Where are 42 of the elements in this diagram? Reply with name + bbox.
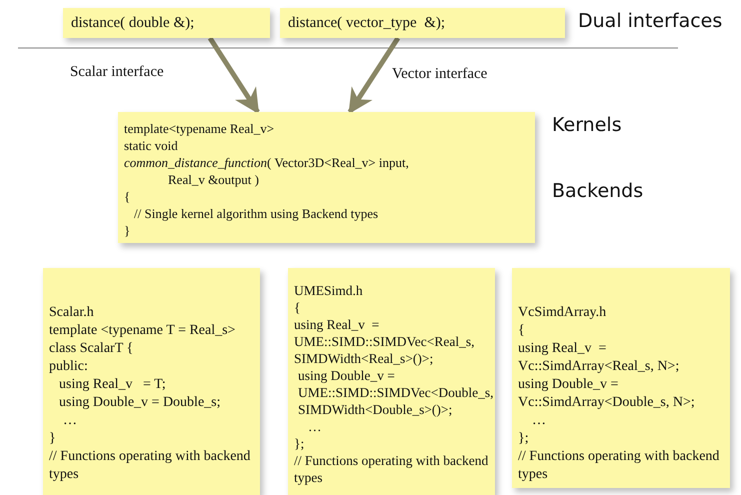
- code-line: …: [531, 412, 547, 430]
- code-line: };: [518, 430, 530, 448]
- code-line: common_distance_function( Vector3D<Real_v> input,: [124, 154, 410, 171]
- code-line: };: [294, 435, 306, 452]
- code-line: using Real_v = T;: [58, 376, 167, 394]
- arrow: [208, 36, 260, 114]
- code-line: using Real_v = Vc::SimdArray<Real_s, N>;: [518, 340, 680, 376]
- code-line: }: [124, 222, 132, 239]
- code-line: …: [62, 412, 78, 430]
- code-box: [43, 268, 260, 495]
- code-line: public:: [49, 358, 89, 376]
- code-line: // Functions operating with backend types: [49, 448, 252, 484]
- code-line: …: [307, 418, 322, 435]
- code-line: // Functions operating with backend types: [518, 448, 720, 484]
- code-line: UMESimd.h: [294, 282, 364, 299]
- code-line: Scalar.h: [49, 304, 95, 322]
- code-box: [63, 8, 270, 38]
- code-line: template<typename Real_v>: [124, 120, 276, 137]
- code-line: Real_v &output ): [167, 171, 260, 188]
- code-line: VcSimdArray.h: [518, 304, 608, 322]
- code-line: static void: [124, 137, 179, 154]
- code-line: using Double_v = Vc::SimdArray<Double_s, N>;: [518, 376, 696, 412]
- code-box: [118, 112, 535, 243]
- code-line: }: [49, 430, 57, 448]
- code-line: {: [294, 299, 302, 316]
- code-line: distance( vector_type &);: [288, 14, 446, 32]
- code-line: // Single kernel algorithm using Backend types: [133, 205, 380, 222]
- code-line: using Real_v = UME::SIMD::SIMDVec<Real_s, SIMDWidth<Real_s>()>;: [294, 316, 476, 367]
- code-line: distance( double &);: [71, 14, 196, 32]
- code-line: template <typename T = Real_s>: [49, 322, 236, 340]
- code-line: using Double_v = Double_s;: [58, 394, 222, 412]
- section-heading: Dual interfaces: [578, 10, 722, 32]
- section-heading: Kernels: [552, 114, 622, 136]
- arrow: [348, 36, 400, 114]
- code-line: // Functions operating with backend types: [294, 452, 489, 486]
- section-heading: Backends: [552, 180, 644, 202]
- code-line: {: [518, 322, 526, 340]
- code-line: {: [124, 188, 132, 205]
- code-box: [512, 268, 730, 488]
- code-line: class ScalarT {: [49, 340, 134, 358]
- code-box: [288, 268, 495, 495]
- code-box: [280, 8, 565, 38]
